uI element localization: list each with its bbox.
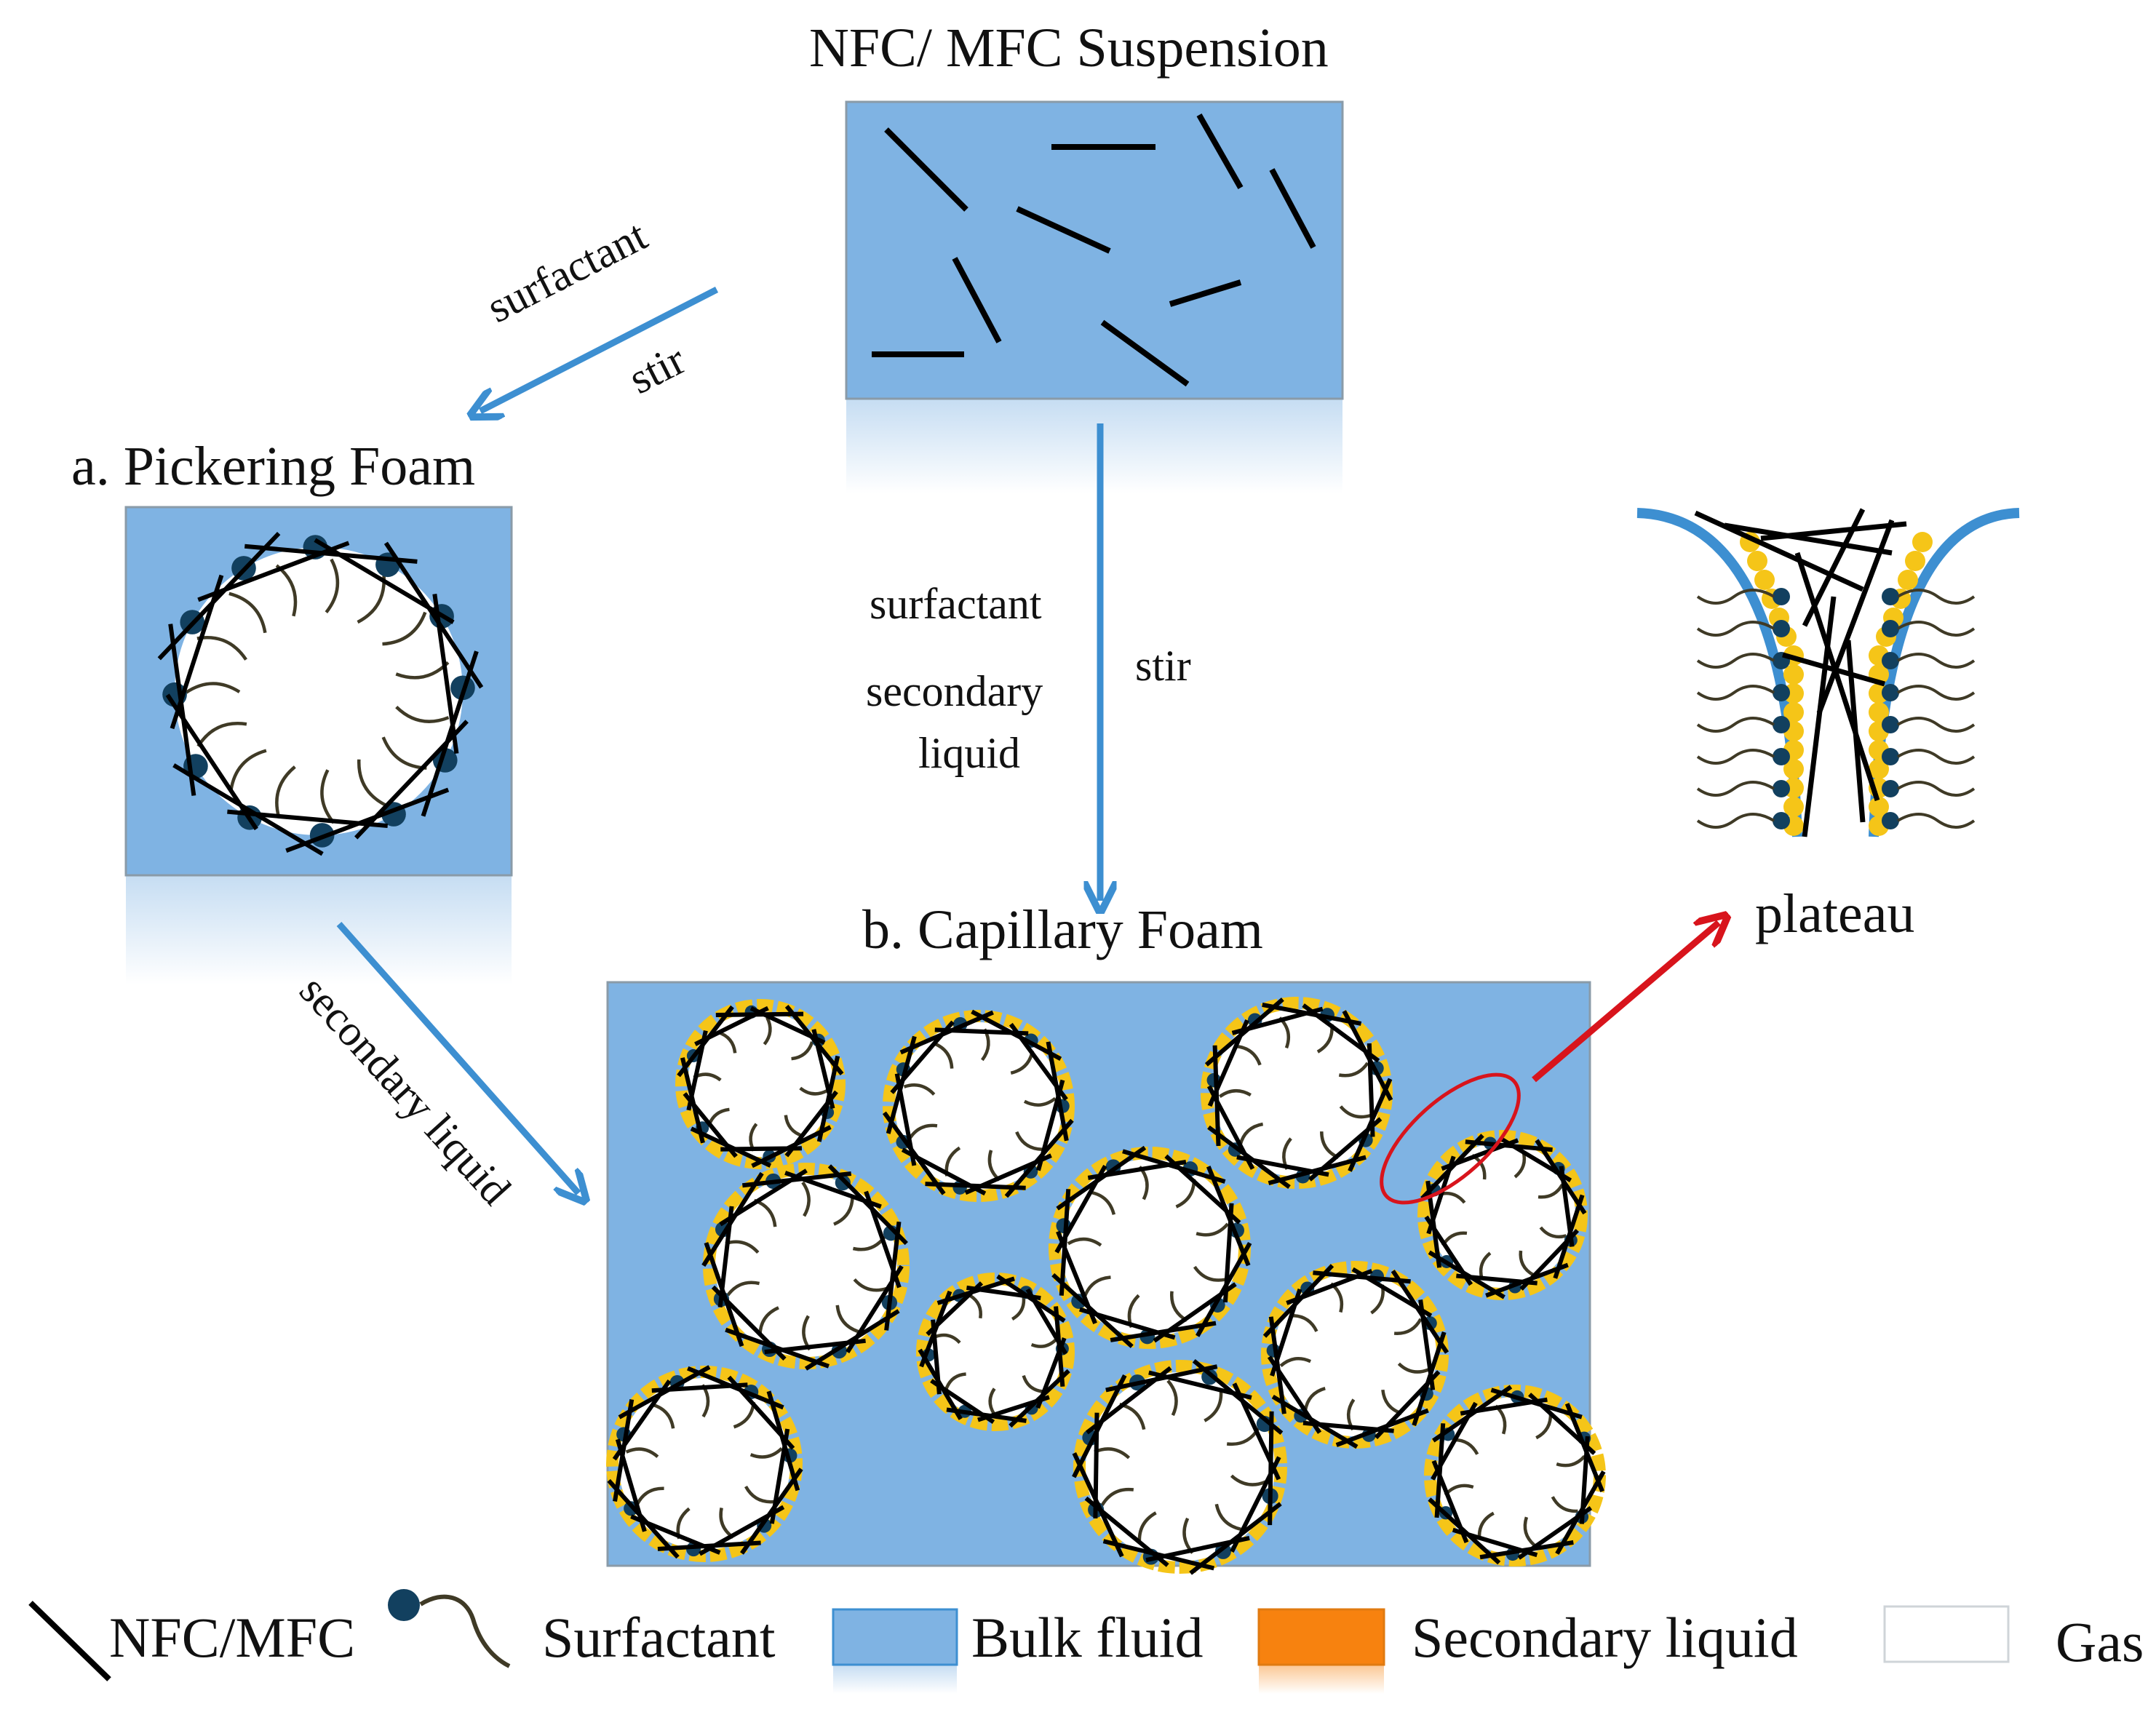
capillary-foam-title: b. Capillary Foam [862,899,1263,960]
step-label-stir-b: stir [1135,642,1191,690]
legend-surfactant-symbol [388,1589,511,1668]
gas-bubble [1424,1385,1606,1566]
step-label-liquid-b: liquid [918,729,1021,777]
legend-secondary-label: Secondary liquid [1412,1606,1798,1669]
pickering-foam-title: a. Pickering Foam [71,436,476,497]
suspension-box [845,100,1344,493]
gas-bubble [606,1365,803,1562]
legend-bulk-swatch [832,1608,958,1694]
gas-bubble [675,999,846,1169]
gas-bubble [1072,1358,1287,1575]
gas-bubble [157,532,484,856]
plateau-inset [1636,508,2020,837]
suspension-title: NFC/ MFC Suspension [809,17,1329,79]
step-label-secondary-b: secondary [866,667,1043,715]
capillary-foam-box [606,981,1606,1575]
arrow-pickering-to-capillary [336,922,578,1193]
gas-bubble [1049,1145,1252,1349]
pickering-foam-box [124,506,513,984]
gas-bubble [916,1273,1075,1431]
legend-secondary-swatch [1257,1608,1385,1694]
legend-fiber-label: NFC/MFC [109,1606,356,1669]
arrow-to-pickering [480,286,719,411]
legend-gas-label: Gas [2056,1610,2144,1673]
legend-bulk-label: Bulk fluid [971,1606,1204,1669]
plateau-label: plateau [1755,883,1915,944]
gas-bubble [1261,1261,1449,1449]
gas-bubble [1417,1130,1588,1300]
legend-fiber-symbol [28,1601,111,1681]
step-label-surfactant-b: surfactant [870,580,1042,628]
legend-gas-swatch [1883,1605,2010,1663]
plateau-highlight [1380,1072,1521,1205]
gas-bubble [882,1009,1075,1202]
legend-surfactant-label: Surfactant [542,1606,776,1669]
gas-bubble [1201,997,1393,1189]
arrow-to-plateau [1532,923,1719,1083]
gas-bubble [701,1163,910,1371]
